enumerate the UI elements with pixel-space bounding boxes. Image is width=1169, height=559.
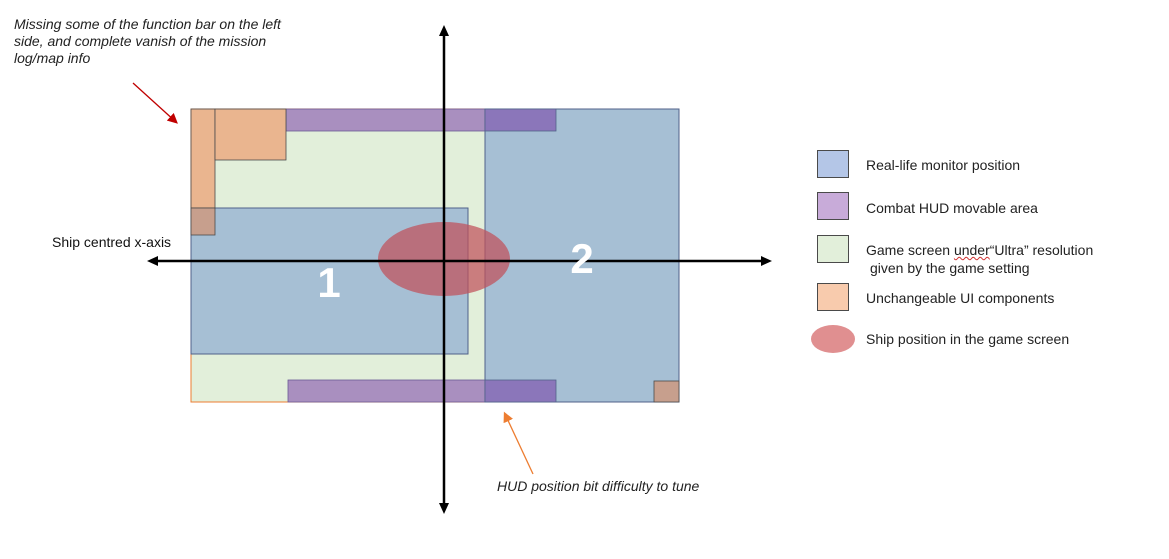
- missing-ui-arrow: [132, 82, 178, 124]
- ui-component-overlap-monitor1: [190, 207, 216, 236]
- legend-label-game-screen-prefix: Game screen: [866, 242, 954, 258]
- legend-label-hud: Combat HUD movable area: [866, 200, 1038, 216]
- ui-component-top-left-box: [214, 108, 287, 161]
- x-axis-right-arrowhead: [761, 256, 772, 266]
- x-axis-left-arrowhead: [147, 256, 158, 266]
- monitor-2: [484, 108, 680, 403]
- ui-component-bottom-right: [653, 380, 680, 403]
- legend-label-monitor: Real-life monitor position: [866, 157, 1021, 173]
- legend-label-game-screen: Game screen under“Ultra” resolution give…: [866, 241, 1093, 277]
- hud-overlap-top: [484, 108, 557, 132]
- legend-label-game-screen-wavy: under: [953, 242, 990, 258]
- ui-component-left-bar: [190, 108, 216, 209]
- region-2-label: 2: [570, 235, 593, 282]
- legend-label-ui-components: Unchangeable UI components: [866, 290, 1055, 306]
- legend-label-game-screen-suffix: “Ultra” resolution: [989, 242, 1094, 258]
- hud-overlap-bottom: [484, 379, 557, 403]
- legend-swatch-ui-components: [817, 283, 849, 311]
- legend-swatch-game-screen: [817, 235, 849, 263]
- legend-swatch-ship: [811, 325, 855, 353]
- legend-label-ship: Ship position in the game screen: [866, 331, 1070, 347]
- hud-tune-note: HUD position bit difficulty to tune: [497, 478, 700, 494]
- region-1-label: 1: [317, 259, 340, 306]
- legend-label-game-screen-line2: given by the game setting: [870, 260, 1030, 276]
- missing-ui-note: Missing some of the function bar on the …: [14, 16, 281, 66]
- hud-tune-arrow: [503, 411, 534, 475]
- legend-swatch-monitor: [817, 150, 849, 178]
- y-axis-top-arrowhead: [439, 25, 449, 36]
- legend-swatch-hud: [817, 192, 849, 220]
- y-axis-bottom-arrowhead: [439, 503, 449, 514]
- x-axis-label: Ship centred x-axis: [52, 234, 172, 250]
